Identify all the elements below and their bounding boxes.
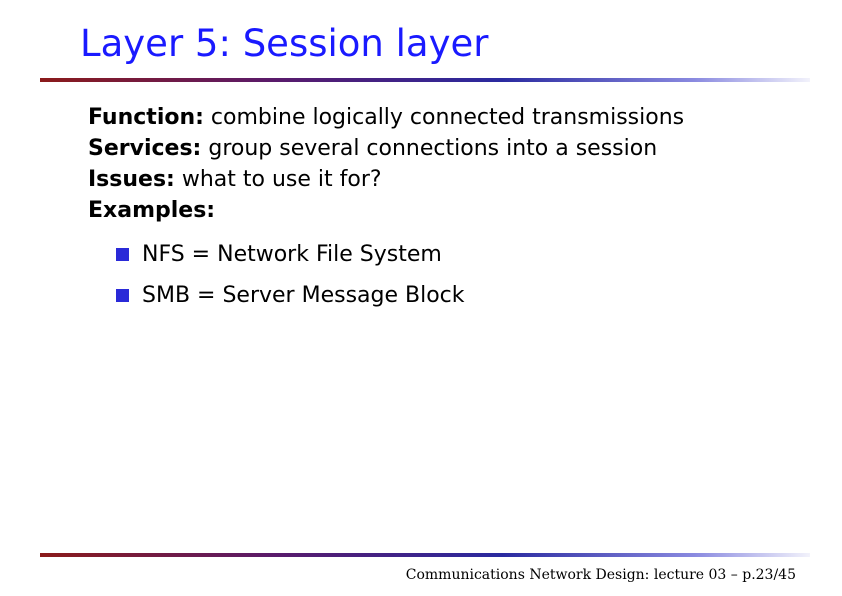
square-bullet-icon [116,248,129,261]
services-label: Services: [88,136,202,161]
list-item: NFS = Network File System [116,234,788,275]
slide-footer: Communications Network Design: lecture 0… [405,567,796,583]
slide-title: Layer 5: Session layer [80,22,489,65]
function-text: combine logically connected transmission… [203,105,685,130]
square-bullet-icon [116,289,129,302]
examples-line: Examples: [88,195,788,226]
issues-label: Issues: [88,167,175,192]
issues-text: what to use it for? [174,167,382,192]
list-item-text: NFS = Network File System [142,242,442,267]
list-item: SMB = Server Message Block [116,275,788,316]
function-line: Function: combine logically connected tr… [88,102,788,133]
issues-line: Issues: what to use it for? [88,164,788,195]
list-item-text: SMB = Server Message Block [142,283,465,308]
function-label: Function: [88,105,204,130]
title-divider [40,78,810,82]
examples-label: Examples: [88,198,216,223]
services-text: group several connections into a session [201,136,658,161]
services-line: Services: group several connections into… [88,133,788,164]
examples-list: NFS = Network File System SMB = Server M… [88,234,788,316]
footer-divider [40,553,810,557]
slide-body: Function: combine logically connected tr… [88,102,788,316]
